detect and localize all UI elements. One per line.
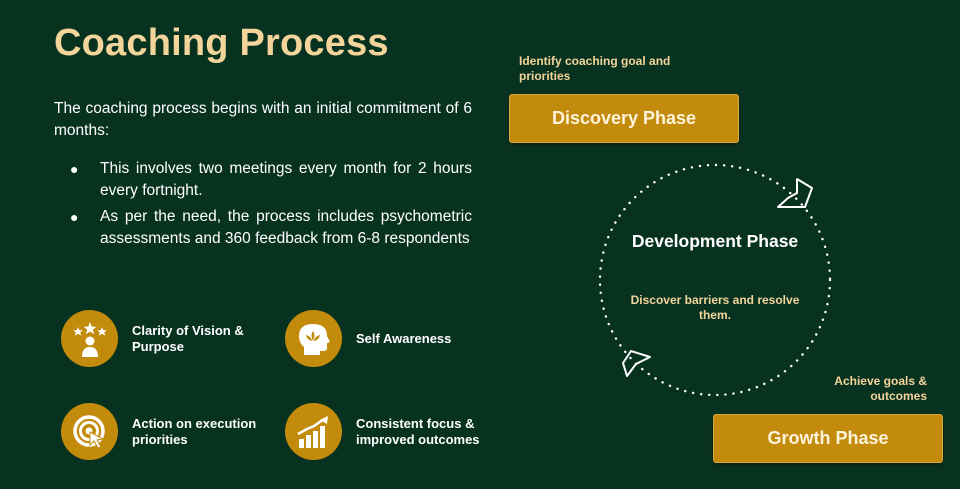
discovery-phase-button[interactable]: Discovery Phase [509,94,739,143]
feature-label: Self Awareness [356,330,452,346]
feature-consistent-focus: Consistent focus & improved outcomes [285,403,486,460]
bullet-text: This involves two meetings every month f… [100,160,472,199]
arrow-bottom-left-icon [622,350,651,377]
page-title: Coaching Process [54,22,389,64]
feature-label: Action on execution priorities [132,415,257,447]
bullet-dot-icon: ● [70,209,79,225]
person-stars-icon [61,310,118,367]
bullet-item: ● As per the need, the process includes p… [70,206,472,250]
feature-label: Consistent focus & improved outcomes [356,415,480,447]
bullet-item: ● This involves two meetings every month … [70,158,472,202]
growth-note: Achieve goals & outcomes [834,374,927,403]
bullet-text: As per the need, the process includes ps… [100,208,472,247]
target-icon [61,403,118,460]
growth-chart-icon [285,403,342,460]
development-phase-title: Development Phase [631,231,799,251]
discovery-note: Identify coaching goal and priorities [519,54,671,83]
bullet-list: ● This involves two meetings every month … [70,158,472,254]
head-lotus-icon [285,310,342,367]
growth-phase-button[interactable]: Growth Phase [713,414,943,463]
development-note: Discover barriers and resolve them. [630,293,800,322]
cycle-diagram [598,163,832,397]
feature-action-execution: Action on execution priorities [61,403,262,460]
bullet-dot-icon: ● [70,161,79,177]
feature-self-awareness: Self Awareness [285,310,486,367]
feature-clarity-vision: Clarity of Vision & Purpose [61,310,262,367]
feature-label: Clarity of Vision & Purpose [132,322,244,354]
intro-text: The coaching process begins with an init… [54,100,472,139]
arrow-top-right-icon [777,178,813,208]
